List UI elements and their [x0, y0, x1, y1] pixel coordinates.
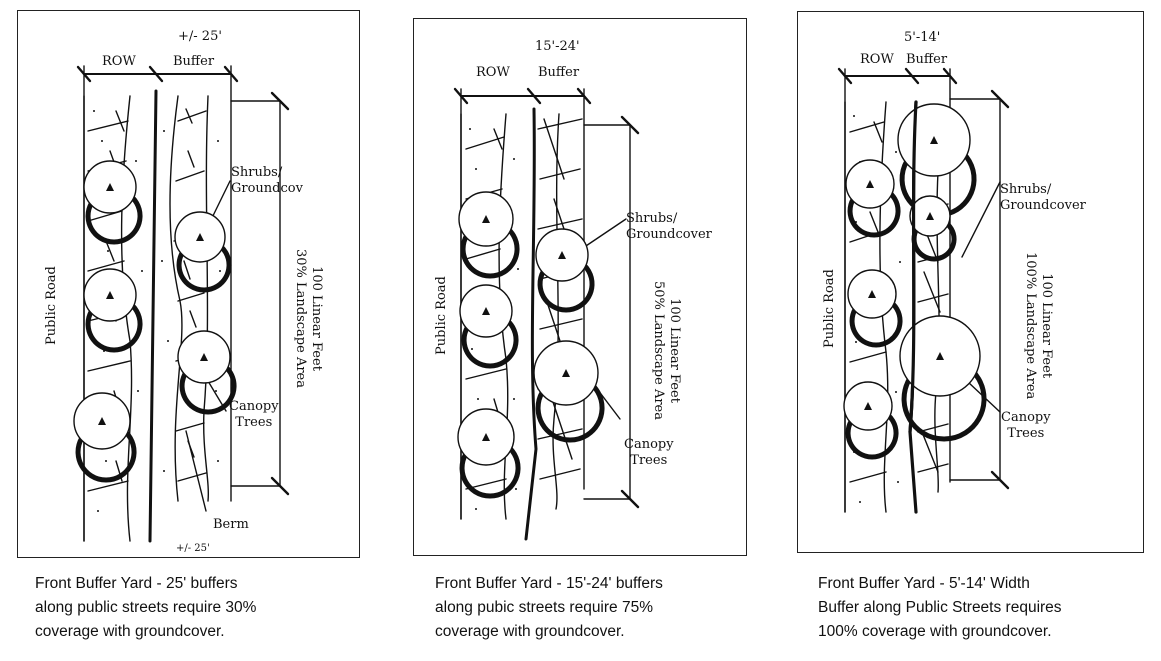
row-label: ROW: [860, 52, 894, 67]
row-label: ROW: [476, 65, 510, 80]
panel-25ft-buffer: +/- 25' ROW Buffer Shrubs/ Groundcov Can…: [17, 10, 360, 558]
row-label: ROW: [102, 54, 136, 69]
shrubs-label: Shrubs/ Groundcover: [626, 211, 712, 242]
caption-25ft-buffer: Front Buffer Yard - 25' buffers along pu…: [35, 575, 257, 640]
caption-15-24ft-buffer: Front Buffer Yard - 15'-24' buffers alon…: [435, 575, 663, 640]
dimension-label: 100 Linear Feet 100% Landscape Area: [1023, 252, 1054, 400]
panel-5-14ft-sketch: [837, 67, 1010, 514]
canopy-trees-label: Canopy Trees: [229, 399, 279, 430]
buffer-label: Buffer: [173, 54, 215, 69]
buffer-width-label: 5'-14': [904, 30, 941, 45]
buffer-width-label: +/- 25': [178, 29, 222, 44]
buffer-label: Buffer: [538, 65, 580, 80]
panel-25ft-sketch: [73, 65, 290, 543]
bottom-width-fragment: +/- 25': [176, 543, 210, 554]
shrubs-label: Shrubs/ Groundcover: [1000, 182, 1086, 213]
dimension-label: 100 Linear Feet 50% Landscape Area: [651, 281, 682, 421]
panel-15-24ft-sketch: [453, 87, 640, 541]
buffer-label: Buffer: [906, 52, 948, 67]
buffer-width-label: 15'-24': [535, 39, 580, 54]
shrubs-label: Shrubs/ Groundcov: [231, 165, 303, 196]
canopy-trees-label: Canopy Trees: [1001, 410, 1051, 441]
caption-5-14ft-buffer: Front Buffer Yard - 5'-14' Width Buffer …: [818, 575, 1062, 640]
panel-5-14ft-buffer: 5'-14' ROW Buffer Shrubs/ Groundcover Ca…: [797, 11, 1144, 553]
panel-15-24ft-buffer: 15'-24' ROW Buffer Shrubs/ Groundcover C…: [413, 18, 747, 556]
berm-label: Berm: [213, 517, 249, 532]
dimension-label: 100 Linear Feet 30% Landscape Area: [293, 249, 324, 389]
public-road-label: Public Road: [44, 266, 59, 345]
public-road-label: Public Road: [434, 276, 449, 355]
canopy-trees-label: Canopy Trees: [624, 437, 674, 468]
public-road-label: Public Road: [822, 269, 837, 348]
